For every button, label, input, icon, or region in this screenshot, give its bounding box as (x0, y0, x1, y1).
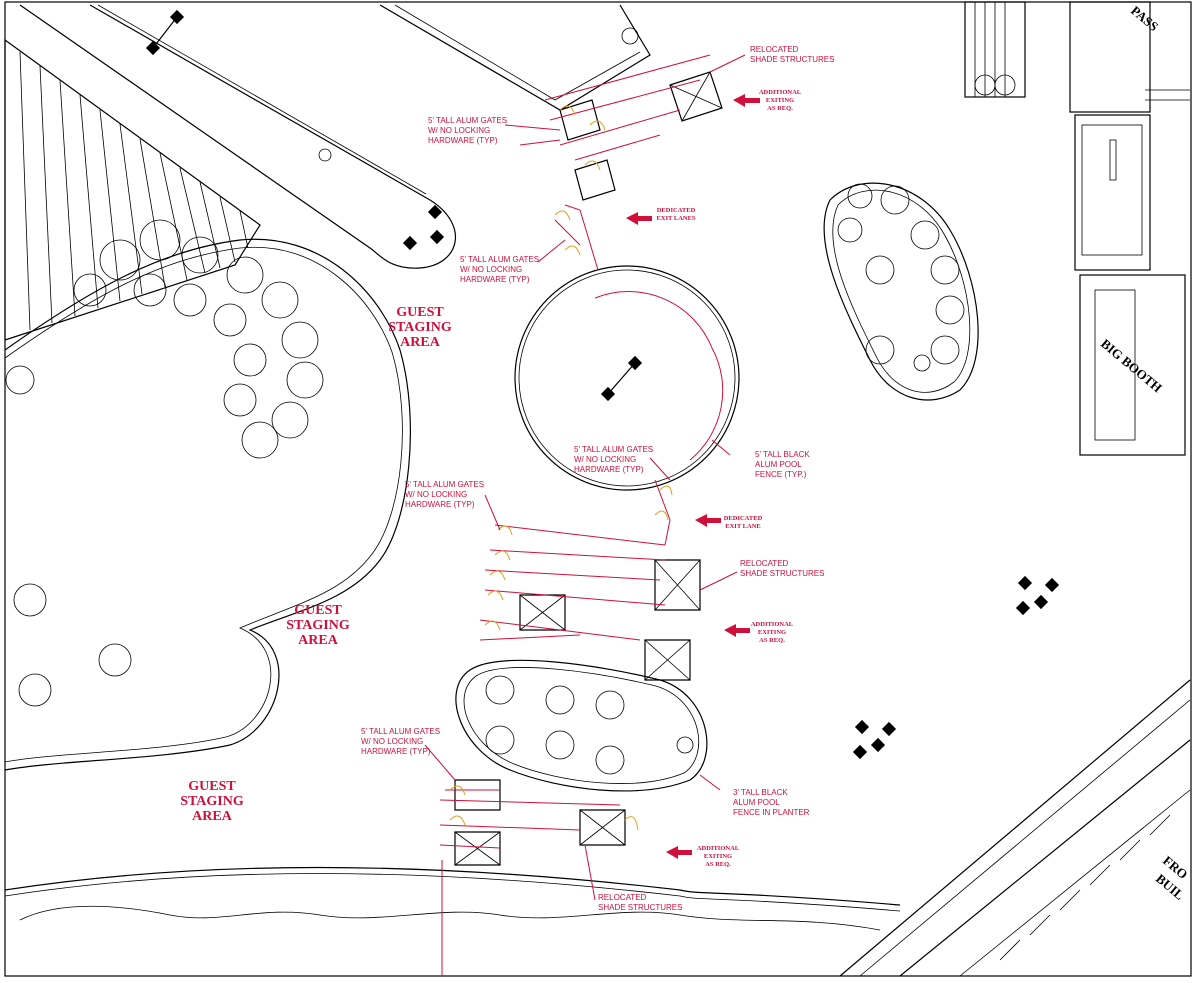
svg-text:STAGING: STAGING (388, 320, 452, 335)
note-relocated-shade-1: RELOCATED SHADE STRUCTURES (750, 45, 834, 64)
shade-structure-lower (439, 779, 639, 976)
svg-text:STAGING: STAGING (180, 794, 244, 809)
note-gates-5: 5' TALL ALUM GATES W/ NO LOCKING HARDWAR… (361, 727, 440, 756)
svg-text:W/ NO LOCKING: W/ NO LOCKING (361, 737, 423, 746)
svg-text:HARDWARE (TYP): HARDWARE (TYP) (361, 747, 431, 756)
shade-structure-upper (519, 54, 723, 201)
exit-lanes (554, 204, 599, 271)
sheet-border (4, 1, 1192, 977)
svg-text:5' TALL ALUM GATES: 5' TALL ALUM GATES (460, 255, 539, 264)
svg-text:EXITING: EXITING (766, 97, 794, 104)
svg-text:5' TALL ALUM GATES: 5' TALL ALUM GATES (405, 480, 484, 489)
svg-text:HARDWARE (TYP): HARDWARE (TYP) (405, 500, 475, 509)
top-walkway-edge (394, 4, 641, 101)
note-relocated-shade-2: RELOCATED SHADE STRUCTURES (740, 559, 824, 578)
svg-text:SHADE STRUCTURES: SHADE STRUCTURES (598, 903, 682, 912)
note-pool-fence: 5' TALL BLACK ALUM POOL FENCE (TYP.) (755, 450, 810, 479)
svg-text:EXITING: EXITING (758, 629, 786, 636)
svg-text:EXIT LANES: EXIT LANES (656, 215, 695, 222)
svg-text:HARDWARE (TYP): HARDWARE (TYP) (428, 136, 498, 145)
note-exit-lanes: DEDICATED EXIT LANES (656, 207, 695, 222)
svg-text:3' TALL BLACK: 3' TALL BLACK (733, 788, 788, 797)
svg-text:ADDITIONAL: ADDITIONAL (759, 89, 802, 96)
pool-gate (654, 479, 673, 546)
note-gates-4: 5' TALL ALUM GATES W/ NO LOCKING HARDWAR… (405, 480, 484, 509)
svg-text:EXIT LANE: EXIT LANE (725, 523, 760, 530)
light-fixture-4 (1015, 575, 1060, 616)
svg-text:AREA: AREA (192, 809, 233, 824)
note-gates-1: 5' TALL ALUM GATES W/ NO LOCKING HARDWAR… (428, 116, 507, 145)
svg-text:W/ NO LOCKING: W/ NO LOCKING (428, 126, 490, 135)
area-label-staging-1: GUEST STAGING AREA (388, 305, 452, 350)
tree-marker (621, 27, 639, 45)
front-building (839, 679, 1191, 977)
diagonal-planter (19, 4, 457, 269)
svg-text:GUEST: GUEST (396, 305, 444, 320)
svg-text:FENCE (TYP.): FENCE (TYP.) (755, 470, 807, 479)
light-fixture-2 (402, 204, 445, 251)
svg-text:GUEST: GUEST (294, 603, 342, 618)
building-label-pass: PASS (1128, 3, 1161, 34)
svg-text:AREA: AREA (400, 335, 441, 350)
svg-text:DEDICATED: DEDICATED (724, 515, 763, 522)
svg-text:5' TALL ALUM GATES: 5' TALL ALUM GATES (428, 116, 507, 125)
svg-text:DEDICATED: DEDICATED (657, 207, 696, 214)
svg-text:SHADE STRUCTURES: SHADE STRUCTURES (750, 55, 834, 64)
note-exiting-3: ADDITIONAL EXITING AS REQ. (697, 845, 740, 868)
lawn-walkway (4, 238, 411, 771)
top-walkway (379, 4, 651, 111)
svg-text:W/ NO LOCKING: W/ NO LOCKING (405, 490, 467, 499)
svg-text:AS REQ.: AS REQ. (705, 861, 731, 868)
svg-text:RELOCATED: RELOCATED (740, 559, 789, 568)
area-label-staging-3: GUEST STAGING AREA (180, 779, 244, 824)
note-relocated-shade-3: RELOCATED SHADE STRUCTURES (598, 893, 682, 912)
hatched-area (4, 38, 261, 341)
light-fixture-3 (600, 355, 643, 402)
svg-text:EXITING: EXITING (704, 853, 732, 860)
svg-text:RELOCATED: RELOCATED (598, 893, 647, 902)
note-exiting-2: ADDITIONAL EXITING AS REQ. (751, 621, 794, 644)
area-label-staging-2: GUEST STAGING AREA (286, 603, 350, 648)
svg-text:W/ NO LOCKING: W/ NO LOCKING (574, 455, 636, 464)
note-planter-fence: 3' TALL BLACK ALUM POOL FENCE IN PLANTER (733, 788, 810, 817)
svg-text:RELOCATED: RELOCATED (750, 45, 799, 54)
exit-arrows (626, 94, 760, 859)
svg-text:ALUM POOL: ALUM POOL (755, 460, 802, 469)
note-exiting-1: ADDITIONAL EXITING AS REQ. (759, 89, 802, 112)
svg-text:5' TALL ALUM GATES: 5' TALL ALUM GATES (574, 445, 653, 454)
shade-structure-middle (479, 524, 701, 681)
svg-text:HARDWARE (TYP): HARDWARE (TYP) (460, 275, 530, 284)
svg-text:W/ NO LOCKING: W/ NO LOCKING (460, 265, 522, 274)
svg-text:STAGING: STAGING (286, 618, 350, 633)
light-fixture-5 (852, 719, 897, 760)
leader-lines (424, 54, 746, 901)
note-gates-3: 5' TALL ALUM GATES W/ NO LOCKING HARDWAR… (574, 445, 653, 474)
svg-text:ALUM POOL: ALUM POOL (733, 798, 780, 807)
svg-text:5' TALL ALUM GATES: 5' TALL ALUM GATES (361, 727, 440, 736)
building-label-big-booth: BIG BOOTH (1098, 336, 1165, 396)
lower-planter (455, 659, 708, 792)
svg-text:ADDITIONAL: ADDITIONAL (751, 621, 794, 628)
svg-text:AS REQ.: AS REQ. (767, 105, 793, 112)
note-exit-lane: DEDICATED EXIT LANE (724, 515, 763, 530)
tree-cluster-left (5, 219, 324, 707)
right-planter (823, 182, 979, 401)
note-gates-2: 5' TALL ALUM GATES W/ NO LOCKING HARDWAR… (460, 255, 539, 284)
svg-text:HARDWARE (TYP): HARDWARE (TYP) (574, 465, 644, 474)
svg-text:AREA: AREA (298, 633, 339, 648)
svg-text:SHADE STRUCTURES: SHADE STRUCTURES (740, 569, 824, 578)
svg-text:ADDITIONAL: ADDITIONAL (697, 845, 740, 852)
bottom-walkway (4, 866, 901, 931)
svg-text:FENCE IN PLANTER: FENCE IN PLANTER (733, 808, 810, 817)
svg-text:AS REQ.: AS REQ. (759, 637, 785, 644)
right-buildings (964, 1, 1190, 456)
svg-text:5' TALL BLACK: 5' TALL BLACK (755, 450, 810, 459)
svg-text:GUEST: GUEST (188, 779, 236, 794)
pool (514, 265, 740, 491)
